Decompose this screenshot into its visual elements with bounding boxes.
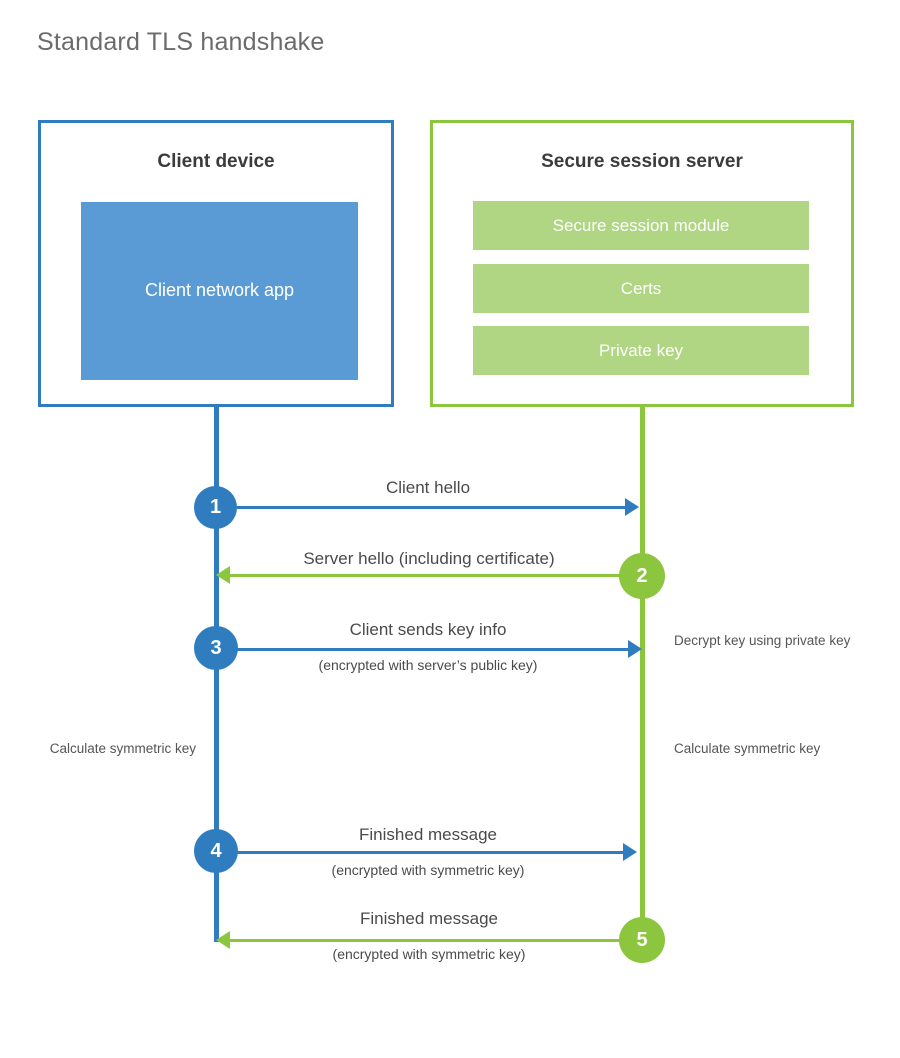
step-1-primary-label: Client hello [385,478,471,497]
client-device-title: Client device [157,151,275,172]
step-3-arrow-line [216,648,636,651]
step-4-secondary-label: (encrypted with symmetric key) [331,862,525,878]
step-marker-1[interactable]: 1 [194,486,237,529]
step-marker-5[interactable]: 5 [619,917,665,963]
step-marker-2[interactable]: 2 [619,553,665,599]
annotation-server-calculate-symmetric-key: Calculate symmetric key [674,741,821,756]
step-4-primary-label: Finished message [359,825,497,844]
step-5-primary-label: Finished message [360,909,498,928]
server-component-certs: Certs [473,264,809,313]
client-device-box: Client device Client network app [38,120,394,407]
step-2-arrow-line [230,574,642,577]
step-marker-4[interactable]: 4 [194,829,238,873]
client-lifeline [214,404,219,942]
annotation-decrypt-key: Decrypt key using private key [674,633,851,648]
step-1-arrowhead-icon [625,498,639,516]
step-3-primary-label: Client sends key info [349,620,507,639]
step-4-arrowhead-icon [623,843,637,861]
step-3-arrowhead-icon [628,640,642,658]
secure-session-server-box: Secure session server Secure session mod… [430,120,854,407]
annotation-client-calculate-symmetric-key: Calculate symmetric key [49,741,196,756]
server-lifeline [640,404,645,942]
page-title: Standard TLS handshake [37,28,325,56]
step-2-arrowhead-icon [216,566,230,584]
step-5-secondary-label: (encrypted with symmetric key) [332,946,526,962]
step-1-arrow-line [216,506,626,509]
secure-session-server-title: Secure session server [541,151,743,172]
step-5-arrowhead-icon [216,931,230,949]
step-5-arrow-line [230,939,642,942]
step-3-secondary-label: (encrypted with server’s public key) [318,657,538,673]
step-4-arrow-line [216,851,624,854]
server-component-secure-session-module: Secure session module [473,201,809,250]
client-network-app-block: Client network app [81,202,358,380]
server-component-private-key: Private key [473,326,809,375]
step-2-primary-label: Server hello (including certificate) [303,549,555,568]
step-marker-3[interactable]: 3 [194,626,238,670]
